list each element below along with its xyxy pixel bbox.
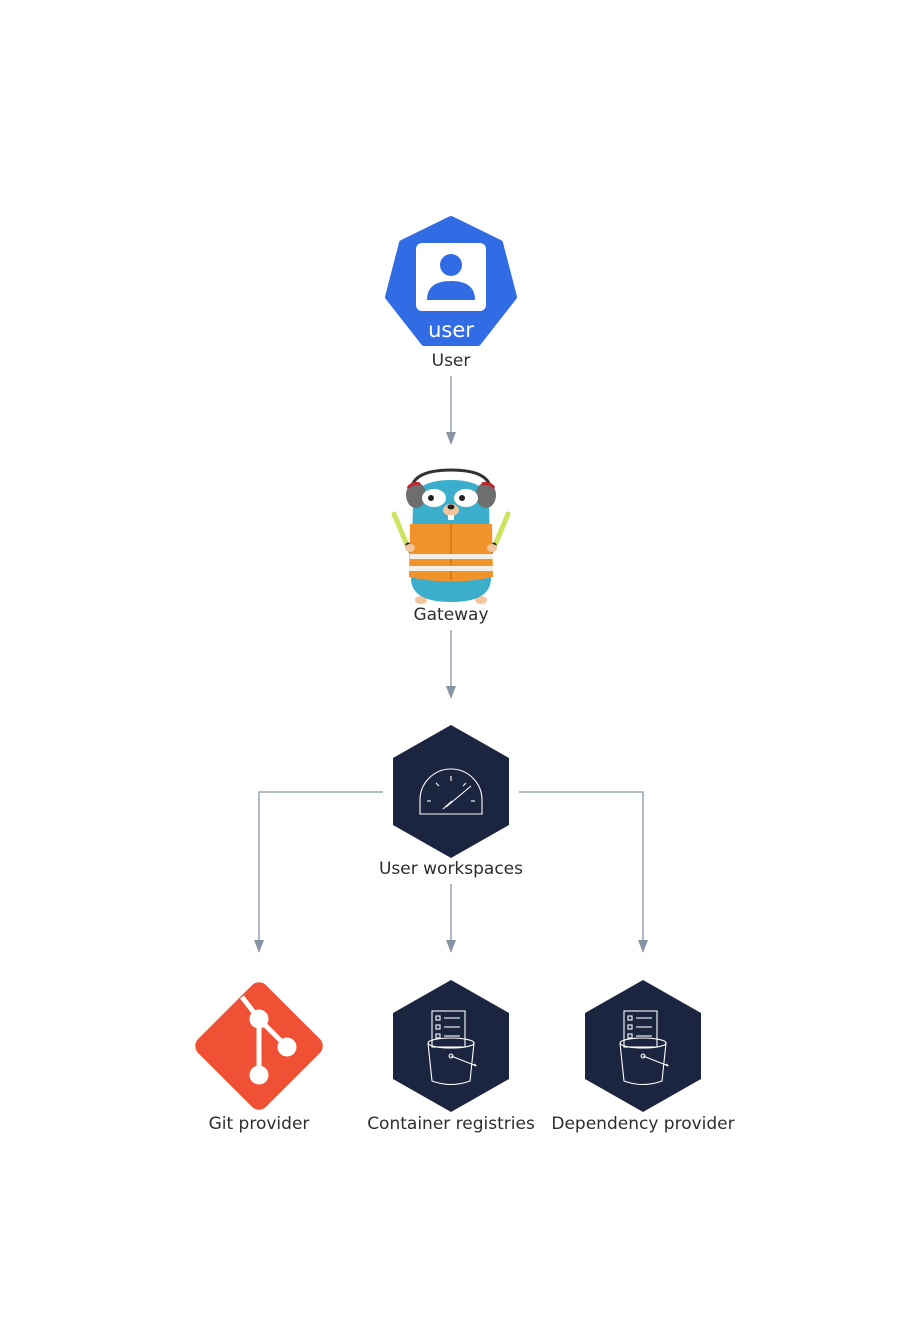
user-badge-icon: user (385, 216, 517, 346)
bucket-list-icon (393, 980, 509, 1112)
dependency-label: Dependency provider (551, 1114, 734, 1134)
workspaces-node[interactable]: User workspaces (379, 725, 523, 879)
gateway-node[interactable]: Gateway (391, 468, 511, 625)
edge-gateway-to-workspaces (446, 630, 456, 699)
git-label: Git provider (209, 1114, 310, 1134)
gateway-label: Gateway (413, 605, 488, 625)
user-badge-text: user (428, 318, 474, 342)
bucket-list-icon (585, 980, 701, 1112)
edge-workspaces-to-dependency (519, 791, 648, 953)
user-label: User (432, 351, 471, 371)
gopher-mascot-icon (391, 468, 511, 604)
edge-workspaces-to-git (254, 791, 383, 953)
speedometer-icon (393, 725, 509, 858)
git-logo-icon (195, 982, 323, 1110)
registries-node[interactable]: Container registries (367, 980, 535, 1134)
user-node[interactable]: user User (385, 216, 517, 371)
dependency-node[interactable]: Dependency provider (551, 980, 735, 1134)
workspaces-label: User workspaces (379, 859, 523, 879)
edge-user-to-gateway (446, 376, 456, 445)
git-node[interactable]: Git provider (191, 978, 327, 1134)
edge-workspaces-to-registries (446, 884, 456, 953)
registries-label: Container registries (367, 1114, 535, 1134)
